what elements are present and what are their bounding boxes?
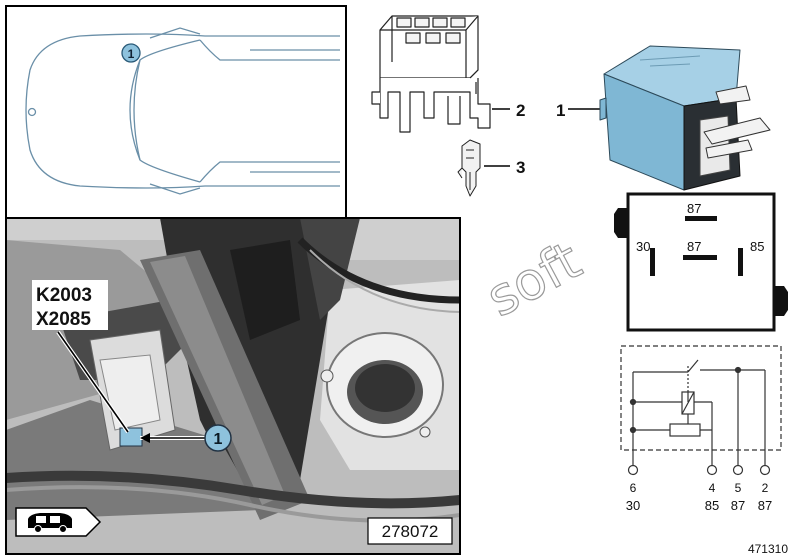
- pin-87-top-blade: [685, 216, 717, 221]
- svg-text:1: 1: [128, 47, 135, 61]
- relay-circuit-schematic: [620, 345, 782, 476]
- photo-reference-box: 278072: [367, 517, 453, 545]
- leader-line: [57, 331, 129, 433]
- terminal-label-87-a: 87: [731, 498, 745, 513]
- schematic-pin-numbers: 6 4 5 2: [630, 481, 769, 495]
- pinout-label-right: 85: [750, 239, 764, 254]
- svg-text:1: 1: [214, 431, 223, 448]
- car-direction-badge: [15, 507, 102, 537]
- location-marker-car: 1: [121, 43, 141, 63]
- location-callout-photo: 1: [204, 424, 232, 452]
- relay-drawing: [599, 45, 771, 191]
- terminal-label-87-b: 87: [758, 498, 772, 513]
- pinout-label-left: 30: [636, 239, 650, 254]
- pin-number-6: 6: [630, 481, 637, 495]
- relay-socket-drawing: [371, 15, 491, 133]
- schematic-enclosure: [620, 345, 782, 451]
- arrow-head: [140, 433, 150, 443]
- pin-87-center-blade: [683, 255, 717, 260]
- diagram-id: 471310: [748, 542, 788, 556]
- pin-30-blade: [650, 248, 655, 276]
- pinout-left-tab: [614, 208, 628, 238]
- relay-contact-switch: [687, 359, 699, 373]
- pinout-right-tab: [774, 286, 788, 316]
- car-icon: [28, 513, 72, 533]
- location-label-box: K2003 X2085: [32, 280, 108, 330]
- socket-callout-number: 2: [516, 101, 525, 120]
- watermark-text: soft: [477, 231, 591, 329]
- pin-number-2: 2: [762, 481, 769, 495]
- photo-frame: [5, 217, 461, 555]
- terminal-label-85: 85: [705, 498, 719, 513]
- car-outline: [25, 27, 340, 195]
- connector-code-label: X2085: [36, 309, 91, 330]
- engine-bay-photo: K2003 X2085 1 278072: [5, 217, 461, 555]
- terminal-label-30: 30: [626, 498, 640, 513]
- relay-code-label: K2003: [36, 285, 92, 306]
- terminal-callout-number: 3: [516, 158, 525, 177]
- relay-pinout-diagram: 87 30 87 85: [614, 192, 788, 332]
- suppression-resistor: [669, 423, 701, 437]
- schematic-terminal-labels: 30 85 87 87: [626, 498, 772, 513]
- pin-number-5: 5: [735, 481, 742, 495]
- pinout-label-top: 87: [687, 201, 701, 216]
- relay-callout-number: 1: [556, 101, 565, 120]
- car-overview-panel: 1: [5, 5, 347, 219]
- photo-reference-number: 278072: [382, 522, 439, 541]
- pinout-label-center: 87: [687, 239, 701, 254]
- pin-number-4: 4: [709, 481, 716, 495]
- pin-85-blade: [738, 248, 743, 276]
- terminal-pin-drawing: [457, 139, 481, 197]
